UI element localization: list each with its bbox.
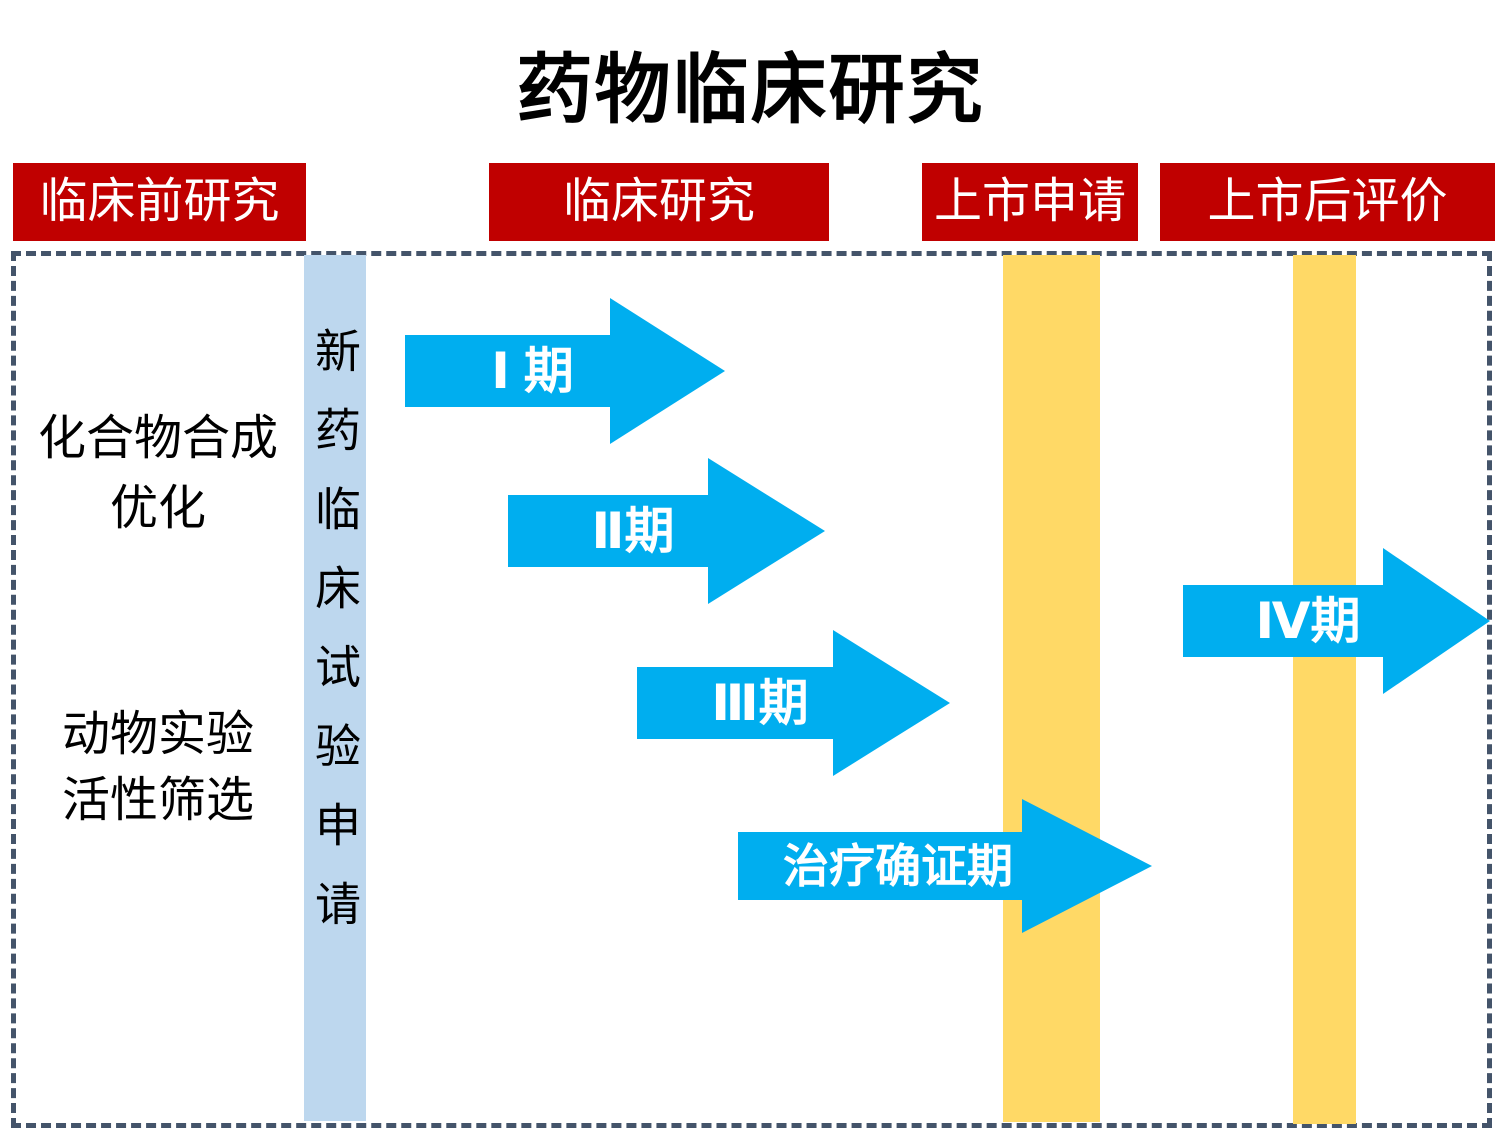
treatment-confirmation-arrow: 治疗确证期 (738, 799, 1152, 933)
ind-application-bar-label: 新药临床试验申请 (309, 327, 361, 959)
compound-synthesis-label: 化合物合成 优化 (15, 404, 301, 544)
phase4-arrow-label: Ⅳ期 (1255, 593, 1361, 649)
phase1-arrow: Ⅰ 期 (405, 298, 725, 444)
treatment-confirmation-arrow-body: 治疗确证期 (738, 832, 1022, 900)
phase2-arrow: Ⅱ期 (508, 458, 825, 604)
stage-header-marketing-application: 上市申请 (922, 163, 1138, 241)
phase4-arrow: Ⅳ期 (1183, 548, 1490, 694)
phase2-arrow-body: Ⅱ期 (508, 495, 708, 567)
phase1-arrow-head (610, 298, 725, 444)
phase2-arrow-head (708, 458, 825, 604)
phase1-arrow-body: Ⅰ 期 (405, 335, 610, 407)
phase4-arrow-body: Ⅳ期 (1183, 585, 1383, 657)
stage-header-post-marketing: 上市后评价 (1160, 163, 1495, 241)
compound-synthesis-line2: 优化 (109, 482, 206, 535)
phase3-arrow-body: Ⅲ期 (637, 667, 833, 739)
phase3-arrow-label: Ⅲ期 (711, 675, 809, 731)
compound-synthesis-line1: 化合物合成 (37, 412, 278, 465)
phase4-arrow-head (1383, 548, 1490, 694)
marketing-application-bar (1003, 255, 1100, 1122)
phase1-arrow-label: Ⅰ 期 (491, 343, 574, 399)
animal-testing-line1: 动物实验 (61, 708, 254, 761)
stage-header-clinical: 临床研究 (489, 163, 829, 241)
ind-application-bar: 新药临床试验申请 (304, 255, 366, 1121)
phase2-arrow-label: Ⅱ期 (591, 503, 675, 559)
phase3-arrow-head (833, 630, 950, 776)
treatment-confirmation-arrow-label: 治疗确证期 (783, 840, 1013, 892)
post-marketing-bar (1293, 255, 1356, 1124)
stage-header-preclinical: 临床前研究 (13, 163, 306, 241)
phase3-arrow: Ⅲ期 (637, 630, 950, 776)
animal-testing-label: 动物实验 活性筛选 (15, 702, 301, 834)
page-title: 药物临床研究 (516, 48, 985, 133)
treatment-confirmation-arrow-head (1022, 799, 1152, 933)
animal-testing-line2: 活性筛选 (61, 774, 254, 827)
